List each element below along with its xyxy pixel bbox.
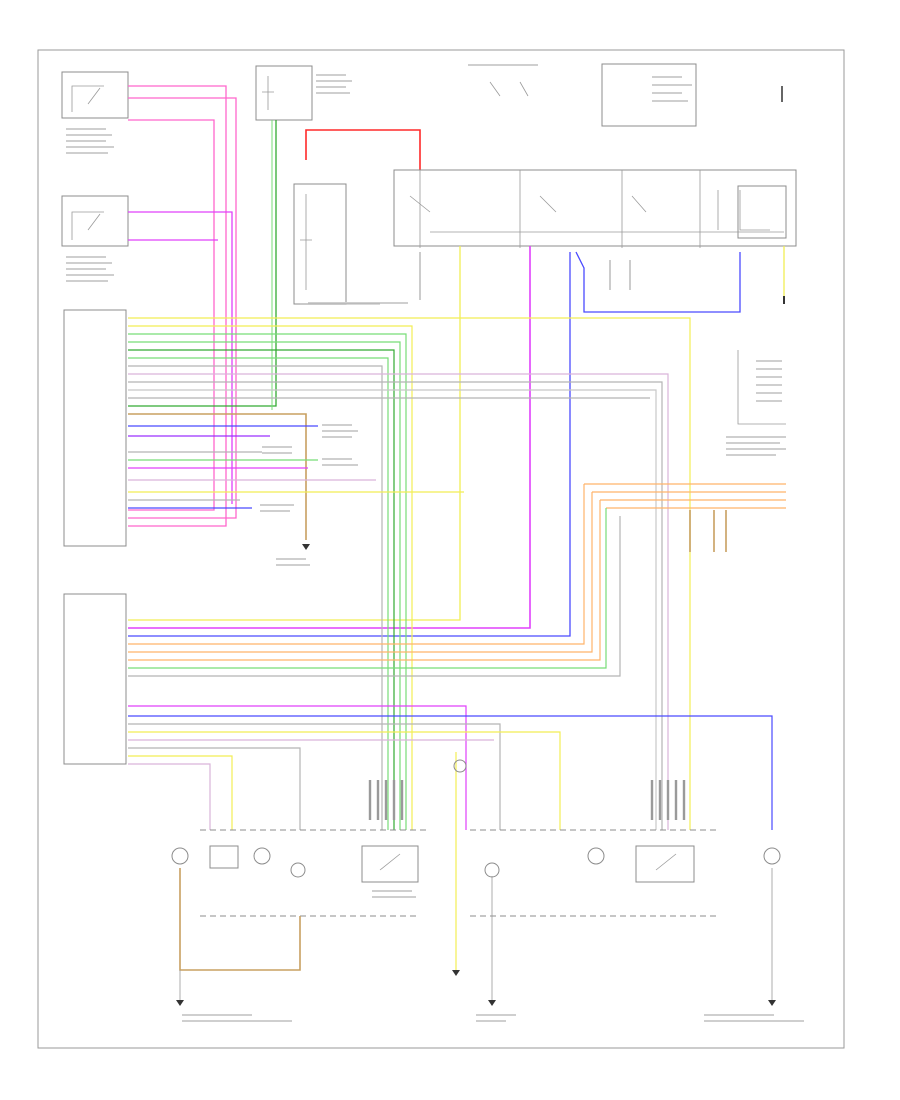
right-lamp-assembly xyxy=(476,845,804,1022)
connector-bundles xyxy=(200,780,720,917)
headlight-range-module-lower xyxy=(63,593,773,830)
headlight-switch-top xyxy=(468,63,783,127)
fuse-block-top xyxy=(128,65,352,410)
switch-output-wires xyxy=(128,246,785,637)
orange-harness xyxy=(128,483,786,677)
headlight-range-control-module xyxy=(63,309,127,547)
page-border xyxy=(37,49,845,1049)
splice-labels-middle xyxy=(260,424,358,566)
light-switch-module xyxy=(393,169,797,248)
front-level-sensor xyxy=(61,71,129,154)
battery xyxy=(293,129,421,305)
upper-harness xyxy=(128,317,691,830)
rear-level-sensor xyxy=(61,195,129,282)
sensor-wires xyxy=(128,85,237,527)
right-splice-group xyxy=(726,296,786,456)
left-lamp-assembly xyxy=(171,752,467,1022)
